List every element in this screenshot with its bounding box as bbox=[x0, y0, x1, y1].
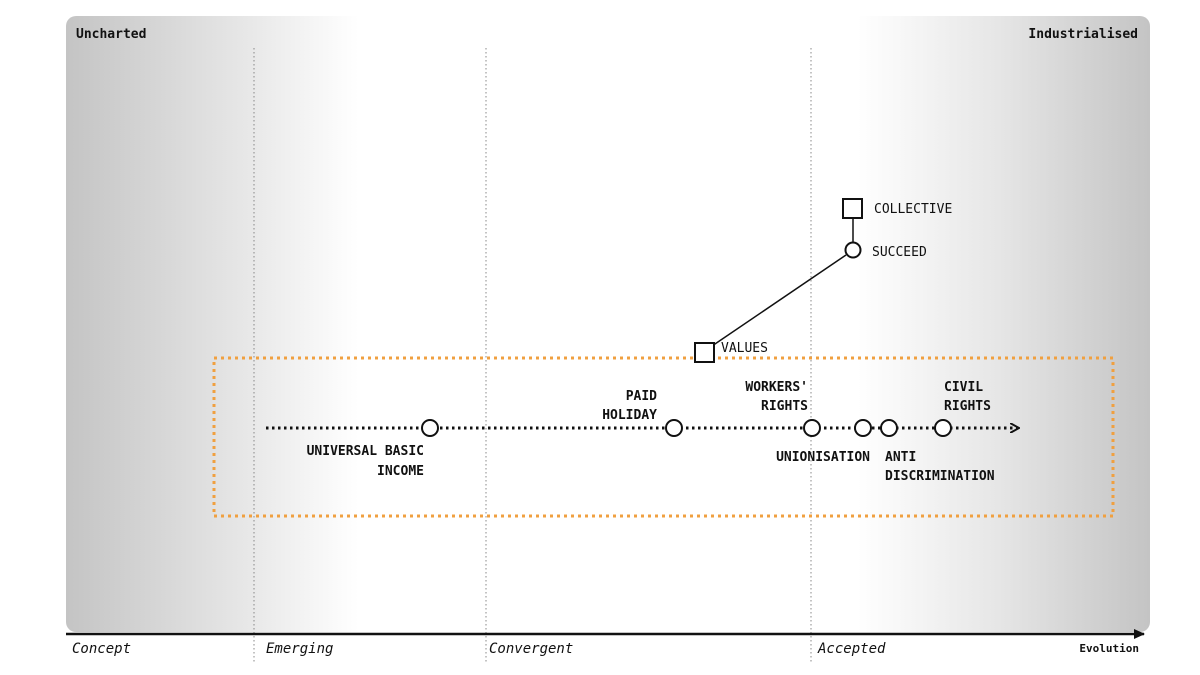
anti-discrimination-label-line2: DISCRIMINATION bbox=[885, 469, 995, 484]
civil-rights-label-line1: CIVIL bbox=[944, 380, 983, 395]
ubi-node[interactable] bbox=[421, 419, 439, 437]
corner-label-industrialised: Industrialised bbox=[1028, 27, 1138, 42]
civil-rights-label-line2: RIGHTS bbox=[944, 399, 991, 414]
values-label: VALUES bbox=[721, 341, 768, 356]
paid-holiday-label-line2: HOLIDAY bbox=[602, 408, 657, 423]
collective-label: COLLECTIVE bbox=[874, 202, 952, 217]
unionisation-node[interactable] bbox=[854, 419, 872, 437]
civil-rights-node[interactable] bbox=[934, 419, 952, 437]
stage-label-accepted: Accepted bbox=[817, 641, 886, 657]
anti-discrimination-node[interactable] bbox=[880, 419, 898, 437]
stage-label-emerging: Emerging bbox=[266, 641, 333, 657]
axis-label-evolution: Evolution bbox=[1079, 642, 1139, 655]
map-background bbox=[66, 16, 1150, 632]
collective-node[interactable] bbox=[842, 198, 863, 219]
unionisation-label: UNIONISATION bbox=[776, 450, 870, 465]
paid-holiday-label-line1: PAID bbox=[626, 389, 657, 404]
link-succeed-values bbox=[711, 254, 847, 347]
workers-rights-node[interactable] bbox=[803, 419, 821, 437]
workers-rights-label-line2: RIGHTS bbox=[761, 399, 808, 414]
stage-label-concept: Concept bbox=[72, 641, 131, 657]
values-node[interactable] bbox=[694, 342, 715, 363]
highlight-box bbox=[212, 356, 1115, 518]
anti-discrimination-label-line1: ANTI bbox=[885, 450, 916, 465]
succeed-label: SUCCEED bbox=[872, 245, 927, 260]
stage-label-convergent: Convergent bbox=[489, 641, 573, 657]
ubi-label-line2: INCOME bbox=[377, 464, 424, 479]
ubi-label-line1: UNIVERSAL BASIC bbox=[307, 444, 424, 459]
corner-label-uncharted: Uncharted bbox=[76, 27, 146, 42]
paid-holiday-node[interactable] bbox=[665, 419, 683, 437]
workers-rights-label-line1: WORKERS' bbox=[745, 380, 808, 395]
succeed-node[interactable] bbox=[844, 241, 862, 259]
